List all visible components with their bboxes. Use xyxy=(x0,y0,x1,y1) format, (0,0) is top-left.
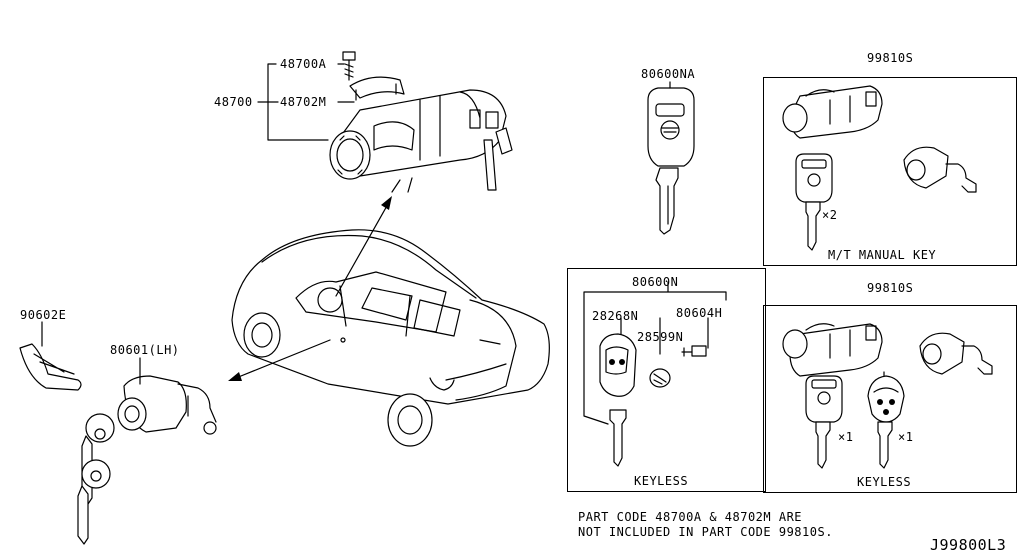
label-80601-lh: 80601(LH) xyxy=(110,343,180,357)
footer-note-line-2: NOT INCLUDED IN PART CODE 99810S. xyxy=(578,525,833,539)
footer-note-line-1: PART CODE 48700A & 48702M ARE xyxy=(578,510,803,524)
mt-key-set xyxy=(782,85,977,251)
keyless-fob-quantity: ×1 xyxy=(898,430,914,444)
keyless-80600N-set xyxy=(583,281,727,467)
label-90602E: 90602E xyxy=(20,308,67,322)
car-illustration xyxy=(228,196,550,447)
keyless-caption: KEYLESS xyxy=(634,474,689,488)
keyless-99810S-set xyxy=(782,323,993,469)
label-99810S-bottom: 99810S xyxy=(867,281,914,295)
diagram-code: J99800L3 xyxy=(930,536,1007,554)
ignition-lock-assembly xyxy=(329,51,513,193)
keyless-80600N-box: KEYLESS xyxy=(567,268,766,492)
mt-manual-key-caption: M/T MANUAL KEY xyxy=(828,248,937,262)
ignition-leader-lines xyxy=(257,63,355,141)
label-48700: 48700 xyxy=(214,95,253,109)
label-28268N: 28268N xyxy=(592,309,639,323)
label-80600NA: 80600NA xyxy=(641,67,696,81)
door-lock-assembly xyxy=(19,321,217,545)
label-80604H: 80604H xyxy=(676,306,723,320)
key-80600NA xyxy=(647,81,695,235)
label-48700A: 48700A xyxy=(280,57,327,71)
mt-manual-key-box: M/T MANUAL KEY ×2 xyxy=(763,77,1017,266)
label-99810S-top: 99810S xyxy=(867,51,914,65)
label-48702M: 48702M xyxy=(280,95,327,109)
label-80600N: 80600N xyxy=(632,275,679,289)
mt-key-quantity: ×2 xyxy=(822,208,838,222)
keyless-99810S-caption: KEYLESS xyxy=(857,475,912,489)
footer-note: PART CODE 48700A & 48702M ARE NOT INCLUD… xyxy=(578,510,833,540)
label-28599N: 28599N xyxy=(637,330,684,344)
keyless-99810S-box: KEYLESS ×1 ×1 xyxy=(763,305,1017,493)
keyless-key-quantity: ×1 xyxy=(838,430,854,444)
